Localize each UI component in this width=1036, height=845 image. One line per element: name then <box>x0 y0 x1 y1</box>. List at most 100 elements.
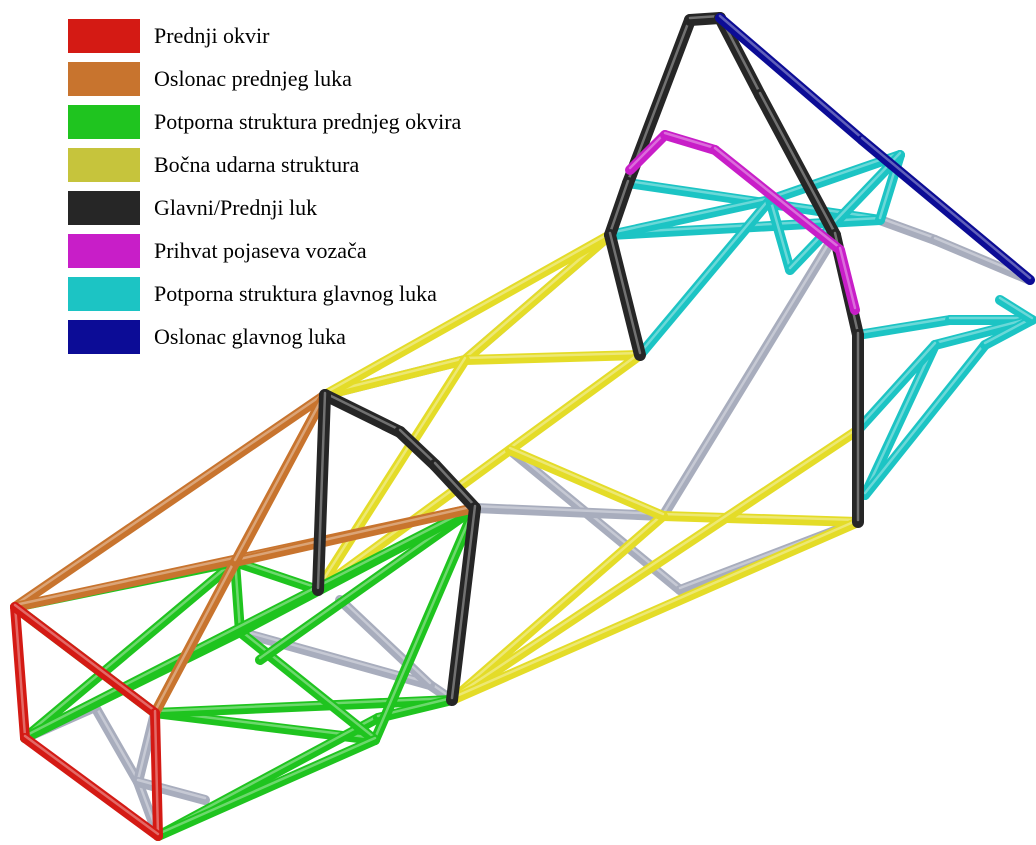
tube-front-support <box>235 627 380 745</box>
legend-item-front: Prednji okvir <box>68 14 461 57</box>
tube-highlight <box>661 512 860 522</box>
tube-main-hoop-support <box>785 150 905 275</box>
legend-label: Potporna struktura glavnog luka <box>154 280 437 306</box>
tube-highlight <box>608 231 642 355</box>
legend-item-main-hoop-brace: Oslonac glavnog luka <box>68 315 461 358</box>
tube-main-hoop-support <box>853 315 955 340</box>
tube-other <box>658 230 840 521</box>
tube-front-support <box>370 503 480 745</box>
legend-swatch-front-support <box>68 104 140 139</box>
tube-harness <box>710 145 845 255</box>
tube-highlight <box>768 196 792 270</box>
tube-front-support <box>150 695 457 718</box>
legend-label: Oslonac glavnog luka <box>154 323 346 349</box>
tube-main-hoop-support <box>605 195 775 240</box>
tube-highlight <box>233 504 477 562</box>
tube-highlight <box>718 14 864 140</box>
tube-main-hoop-support <box>980 315 1036 350</box>
tube-main-hoop-support <box>995 295 1036 325</box>
tube-highlight <box>433 461 477 508</box>
tube-side-impact <box>320 355 470 400</box>
tube-harness <box>660 130 720 155</box>
tube-highlight <box>788 151 902 270</box>
tube-highlight <box>713 146 842 250</box>
legend-label: Bočna udarna struktura <box>154 151 360 177</box>
tube-highlight <box>316 351 642 590</box>
tube-highlight <box>661 231 837 516</box>
tube-highlight <box>863 341 937 495</box>
tube-highlight <box>323 391 402 432</box>
tube-front <box>20 733 163 841</box>
tube-highlight <box>136 778 207 800</box>
tube-front <box>10 602 160 718</box>
tube-front-hoop-brace <box>10 390 330 612</box>
tube-highlight <box>156 736 377 836</box>
tube-other <box>930 235 1035 285</box>
tube-side-impact <box>447 511 668 705</box>
tube-highlight <box>238 628 377 740</box>
tube-highlight <box>758 91 837 235</box>
legend-item-front-support: Potporna struktura prednjeg okvira <box>68 100 461 143</box>
tube-side-impact <box>460 230 615 365</box>
tube-highlight <box>316 391 327 590</box>
tube-highlight <box>860 136 1032 280</box>
legend-swatch-main-hoop-support <box>68 276 140 311</box>
tube-highlight <box>13 391 327 607</box>
tube-highlight <box>13 603 157 713</box>
tube-highlight <box>23 504 477 738</box>
legend-swatch-front <box>68 18 140 53</box>
tube-front-support <box>153 735 380 841</box>
tube-highlight <box>316 356 467 590</box>
tube-front-support <box>230 557 245 637</box>
tube-side-impact <box>313 350 645 595</box>
tube-highlight <box>608 196 772 235</box>
legend-item-front-hoop-brace: Oslonac prednjeg luka <box>68 57 461 100</box>
tube-main-hoop-support <box>860 340 940 500</box>
tube-highlight <box>13 603 27 738</box>
tube-front <box>10 602 30 743</box>
tube-main-hoop-brace <box>857 135 1035 285</box>
tube-highlight <box>93 703 140 782</box>
tube-highlight <box>23 734 160 836</box>
legend-label: Potporna struktura prednjeg okvira <box>154 108 462 134</box>
tube-highlight <box>768 151 902 200</box>
tube-other <box>875 215 940 245</box>
tube-other <box>133 777 210 805</box>
tube-highlight <box>856 341 937 430</box>
tube-highlight <box>473 504 665 516</box>
tube-side-impact <box>320 230 615 400</box>
tube-highlight <box>338 596 432 685</box>
tube-other <box>335 595 435 690</box>
tube-front-support <box>255 503 480 665</box>
chassis-tubes <box>10 12 1036 841</box>
tube-main-hoop-support <box>860 340 990 500</box>
legend-swatch-hoops <box>68 190 140 225</box>
tube-highlight <box>608 179 630 235</box>
tube-highlight <box>373 504 477 740</box>
legend-swatch-main-hoop-brace <box>68 319 140 354</box>
legend-label: Prihvat pojaseva vozača <box>154 237 367 263</box>
legend: Prednji okvir Oslonac prednjeg luka Potp… <box>68 14 461 358</box>
tube-front-hoop-brace <box>150 557 240 718</box>
tube-front-support <box>20 557 240 743</box>
tube-hoops <box>319 389 406 438</box>
tube-side-impact <box>313 355 470 595</box>
tube-highlight <box>323 231 612 395</box>
tube-main-hoop-support <box>765 150 905 205</box>
tube-highlight <box>153 696 454 713</box>
legend-swatch-front-hoop-brace <box>68 61 140 96</box>
tube-hoops <box>604 229 646 361</box>
tube-highlight <box>838 246 857 310</box>
tube-hoops <box>446 502 481 706</box>
tube-highlight <box>933 316 1034 345</box>
tube-hoops <box>714 12 766 101</box>
tube-front <box>150 708 163 841</box>
tube-side-impact <box>447 425 863 705</box>
tube-highlight <box>450 518 860 700</box>
tube-front-hoop-brace <box>230 503 480 567</box>
tube-highlight <box>450 512 665 700</box>
tube-harness <box>835 245 860 315</box>
tube-main-hoop-support <box>635 195 775 360</box>
legend-item-side-impact: Bočna udarna struktura <box>68 143 461 186</box>
